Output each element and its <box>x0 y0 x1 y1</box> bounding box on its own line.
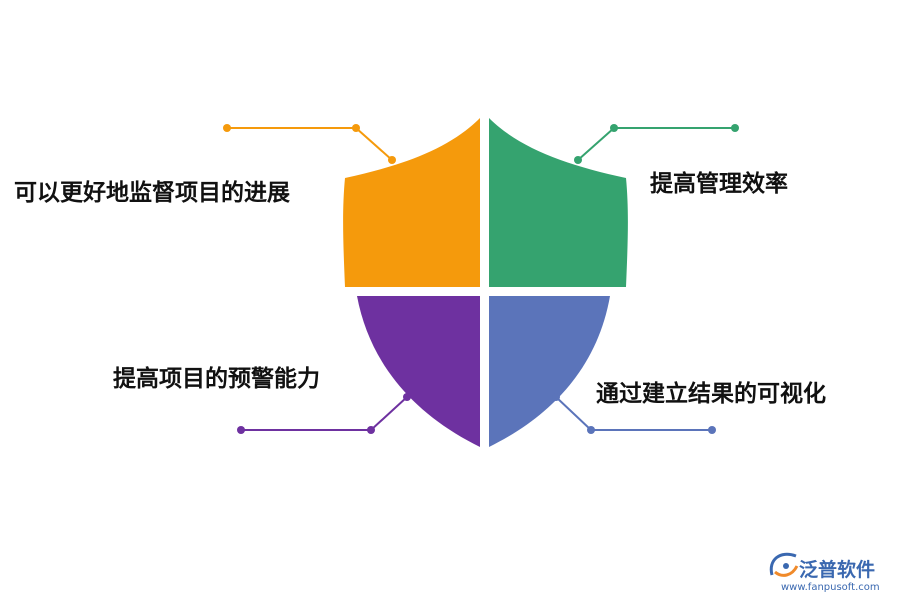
connector-top-left <box>223 124 396 164</box>
connector-top-right <box>574 124 739 164</box>
label-bottom-left: 提高项目的预警能力 <box>113 365 320 392</box>
connector-bottom-right <box>552 393 716 434</box>
label-top-right: 提高管理效率 <box>650 170 788 197</box>
brand-name: 泛普软件 <box>799 558 875 581</box>
brand-url: www.fanpusoft.com <box>781 582 880 593</box>
fanpu-logo-icon <box>769 552 799 577</box>
shield-quadrant-bottom-left <box>357 296 480 447</box>
connector-bottom-left <box>237 393 411 434</box>
brand-watermark: 泛普软件 www.fanpusoft.com <box>769 552 880 593</box>
label-bottom-right: 通过建立结果的可视化 <box>596 380 826 407</box>
shield-quadrant-bottom-right <box>489 296 610 447</box>
shield-quadrant-top-left <box>343 118 480 287</box>
shield-quadrant-top-right <box>489 118 628 287</box>
label-top-left: 可以更好地监督项目的进展 <box>14 179 290 206</box>
